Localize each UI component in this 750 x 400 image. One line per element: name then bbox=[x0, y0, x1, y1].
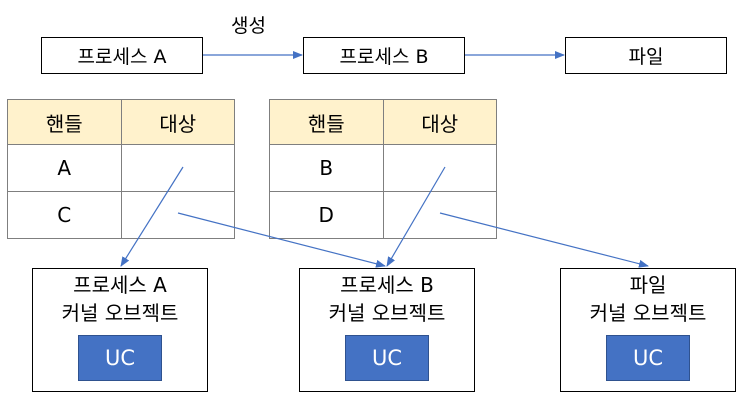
file-label: 파일 bbox=[628, 46, 664, 68]
table-header-row: 핸들 대상 bbox=[269, 99, 497, 145]
kernel-object-file: 파일 커널 오브젝트 bbox=[560, 268, 736, 392]
handle-table-b: 핸들 대상 B D bbox=[269, 99, 497, 239]
handle-cell: B bbox=[269, 144, 384, 192]
header-handle: 핸들 bbox=[269, 99, 384, 145]
header-target: 대상 bbox=[382, 99, 497, 145]
process-b-box: 프로세스 B bbox=[303, 37, 465, 74]
kernel-object-title: 프로세스 B bbox=[340, 273, 434, 297]
process-b-label: 프로세스 B bbox=[339, 46, 429, 68]
header-handle: 핸들 bbox=[7, 99, 122, 145]
handle-cell: D bbox=[269, 191, 384, 239]
table-header-row: 핸들 대상 bbox=[7, 99, 235, 145]
process-a-box: 프로세스 A bbox=[41, 37, 203, 74]
kernel-object-subtitle: 커널 오브젝트 bbox=[328, 301, 446, 325]
target-cell bbox=[120, 191, 235, 239]
process-a-label: 프로세스 A bbox=[77, 46, 167, 68]
kernel-object-subtitle: 커널 오브젝트 bbox=[61, 301, 179, 325]
table-row: B bbox=[269, 144, 497, 192]
kernel-object-title: 프로세스 A bbox=[73, 273, 167, 297]
create-label: 생성 bbox=[231, 15, 266, 37]
target-cell bbox=[382, 144, 497, 192]
kernel-object-title: 파일 bbox=[629, 273, 667, 297]
target-cell bbox=[120, 144, 235, 192]
handle-table-a: 핸들 대상 A C bbox=[7, 99, 235, 239]
handle-cell: A bbox=[7, 144, 122, 192]
handle-cell: C bbox=[7, 191, 122, 239]
usage-count-box: UC bbox=[606, 335, 690, 381]
table-row: D bbox=[269, 191, 497, 239]
header-target: 대상 bbox=[120, 99, 235, 145]
kernel-object-subtitle: 커널 오브젝트 bbox=[589, 301, 707, 325]
table-row: C bbox=[7, 191, 235, 239]
file-box: 파일 bbox=[565, 37, 727, 74]
table-row: A bbox=[7, 144, 235, 192]
target-cell bbox=[382, 191, 497, 239]
usage-count-box: UC bbox=[345, 335, 429, 381]
usage-count-box: UC bbox=[78, 335, 162, 381]
